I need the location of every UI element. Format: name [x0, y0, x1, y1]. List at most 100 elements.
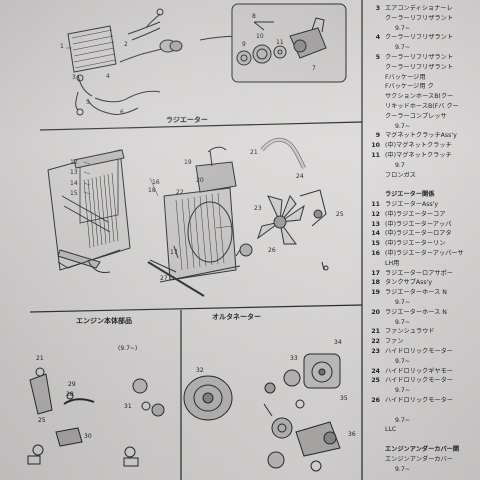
fan-drawing	[257, 194, 305, 245]
parts-list-row: 9.7~	[362, 357, 480, 366]
part-name: ラジエーター関係	[385, 191, 435, 199]
alternator-drawing	[183, 353, 341, 472]
callout-number: 30	[84, 433, 92, 440]
parts-list-row: Fバッケージ用	[362, 73, 480, 82]
parts-list-row: LH用	[362, 259, 480, 268]
callout-number: 34	[334, 339, 342, 346]
part-name: ラジエーターロアサポー	[385, 269, 453, 277]
parts-list-row: 9.7~	[362, 298, 480, 307]
part-number: 21	[371, 328, 380, 336]
part-number: 24	[371, 367, 380, 375]
callout-number: 29	[68, 381, 76, 388]
callout-number: 35	[340, 395, 348, 402]
callout-number: 8	[252, 13, 256, 20]
section-title-alternator: オルタネーター	[212, 313, 261, 321]
part-name: エアコンディショナーレ	[385, 5, 453, 12]
part-name: LLC	[385, 426, 397, 434]
part-name: クーラーコンプレッサ	[385, 112, 447, 120]
part-name: エンジンアンダーカバー関	[385, 446, 460, 453]
parts-list-row: リキッドホースB(Fバ クー	[362, 102, 480, 111]
part-name: エンジンアンダーカバー	[385, 455, 453, 463]
parts-list-row: クーラーリフリザラント	[362, 14, 480, 23]
part-number: 22	[371, 338, 380, 346]
callout-number: 2	[124, 41, 128, 48]
part-name: サクションホースB(クー	[385, 93, 454, 101]
callout-number: 18	[148, 187, 156, 194]
part-name: Fバッケージ用 ク	[385, 83, 434, 91]
callout-number: 10	[256, 33, 264, 40]
part-name: クーラーリフリザラント	[385, 54, 454, 61]
parts-list-row: 16 (中)ラジエーターアッパーサ	[362, 249, 480, 258]
part-name: タンクサブAss'y	[385, 279, 432, 287]
part-name: (中)ラジエーターアッパ	[385, 220, 452, 228]
callout-number: 1	[60, 43, 64, 50]
part-name: ハイドロリックモーター	[385, 397, 453, 404]
parts-list-row: 9.7	[362, 161, 480, 170]
part-name: (中)マグネットクラッチ	[385, 142, 452, 150]
parts-list-row: LLC	[362, 425, 480, 434]
part-number: 15	[371, 240, 380, 248]
parts-list-row	[362, 406, 480, 415]
parts-list-row: 11 ラジエーターAss'y	[362, 200, 480, 209]
parts-list-row: 26 ハイドロリックモーター	[362, 396, 480, 405]
part-number: 16	[371, 250, 380, 257]
parts-list-row: 11 (中)マグネットクラッチ	[362, 151, 480, 160]
part-number: 3	[375, 5, 380, 12]
parts-list-row: エンジンアンダーカバー	[362, 455, 480, 464]
parts-list-row: サクションホースB(クー	[362, 92, 480, 101]
part-number: 20	[371, 308, 380, 316]
part-number: 17	[371, 269, 380, 277]
callout-number: 4	[106, 73, 110, 80]
callout-number: 20	[196, 177, 204, 184]
callout-number: 23	[254, 205, 262, 212]
callout-number: 24	[296, 173, 304, 180]
part-name: ラジエーターAss'y	[385, 201, 439, 208]
parts-list-row: 3 エアコンディショナーレ	[362, 4, 480, 13]
parts-list-row: 5 クーラーリフリザラント	[362, 53, 480, 62]
parts-list-row: クーラーリフリザラント	[362, 63, 480, 72]
part-number: 11	[371, 201, 380, 208]
part-number: 5	[375, 54, 380, 61]
callout-number: 36	[348, 431, 356, 438]
part-name: (中)ラジエーターアッパーサ	[385, 250, 464, 257]
callout-number: 31	[124, 403, 132, 410]
part-number: 13	[371, 220, 380, 228]
radiator-exploded-view	[47, 137, 329, 297]
part-name: Fバッケージ用	[385, 73, 426, 81]
part-name: (中)ラジエーターロアタ	[385, 230, 452, 238]
callout-number: 22	[176, 189, 184, 196]
part-name: ラジエーターホース N	[385, 308, 447, 316]
part-number: 18	[371, 279, 380, 287]
part-number: 26	[371, 397, 380, 404]
date-marker-engine-parts: (9.7~)	[118, 345, 138, 352]
parts-list-row: クーラーコンプレッサ	[362, 112, 480, 121]
part-name: (中)ラジエーターリン	[385, 240, 446, 248]
part-name: ハイドロリックモーター	[385, 348, 453, 355]
callout-number: 19	[184, 159, 192, 166]
parts-list-row: 9.7~	[362, 43, 480, 52]
callout-number: 16	[152, 179, 160, 186]
engine-parts-drawing	[27, 367, 165, 467]
part-name: リキッドホースB(Fバ クー	[385, 103, 459, 110]
part-number: 10	[371, 142, 380, 150]
callout-number: 11	[276, 39, 284, 46]
part-number: 14	[371, 230, 380, 238]
section-title-engine-parts: エンジン本体部品	[76, 317, 132, 325]
part-number: 11	[371, 152, 380, 159]
parts-list-row: 20 ラジエーターホース N	[362, 308, 480, 317]
part-number: 25	[371, 377, 380, 385]
part-name: (中)マグネットクラッチ	[385, 152, 452, 159]
parts-list-row: 12(中)ラジエーターコア	[362, 210, 480, 219]
part-name: クーラーリフリザラント	[385, 14, 454, 22]
callout-number: 32	[196, 367, 204, 374]
hose-lines	[75, 8, 271, 116]
part-name: 9.7~	[395, 44, 411, 52]
parts-list-row: ラジエーター関係	[362, 190, 480, 199]
